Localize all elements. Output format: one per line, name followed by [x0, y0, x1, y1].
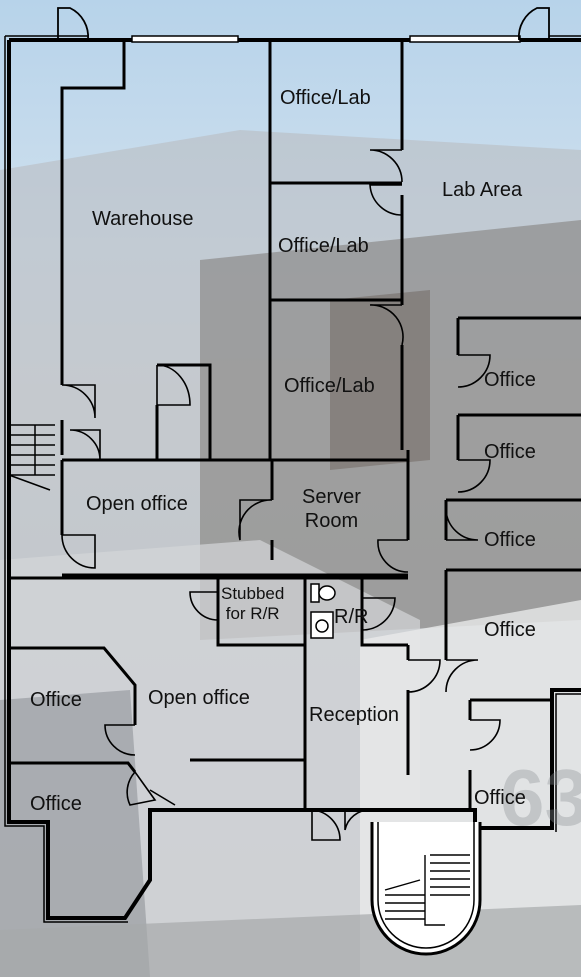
room-label-office-lab-1: Office/Lab [280, 87, 371, 109]
room-label-stubbed-rr: Stubbed for R/R [221, 584, 285, 624]
room-label-lab-area: Lab Area [442, 179, 523, 201]
interior-walls [9, 40, 581, 810]
toilet-bowl-icon [318, 585, 336, 601]
room-label-office-left-1: Office [30, 689, 82, 711]
background-building-number: 63 [500, 753, 581, 842]
room-label-office-right-2: Office [484, 441, 536, 463]
room-label-server-room: Server Room [302, 486, 361, 532]
exterior-wall [4, 35, 581, 923]
room-label-open-office-upper: Open office [86, 493, 188, 515]
room-label-office-lab-3: Office/Lab [284, 375, 375, 397]
room-label-warehouse: Warehouse [92, 208, 194, 230]
room-label-office-right-1: Office [484, 369, 536, 391]
room-label-office-lab-2: Office/Lab [278, 235, 369, 257]
room-label-office-bottom-right: Office [474, 787, 526, 809]
stair-tower-steps [384, 854, 470, 926]
room-label-rr: R/R [334, 606, 369, 628]
stair-tower [370, 822, 482, 956]
restroom-fixtures [310, 583, 336, 639]
toilet-icon [310, 583, 320, 603]
left-stair [8, 424, 55, 491]
room-label-reception: Reception [309, 704, 400, 726]
room-label-open-office-lower: Open office [148, 687, 250, 709]
room-label-office-left-2: Office [30, 793, 82, 815]
room-label-office-right-4: Office [484, 619, 536, 641]
top-doors [57, 7, 550, 41]
room-label-office-right-3: Office [484, 529, 536, 551]
interior-doors [61, 149, 501, 841]
